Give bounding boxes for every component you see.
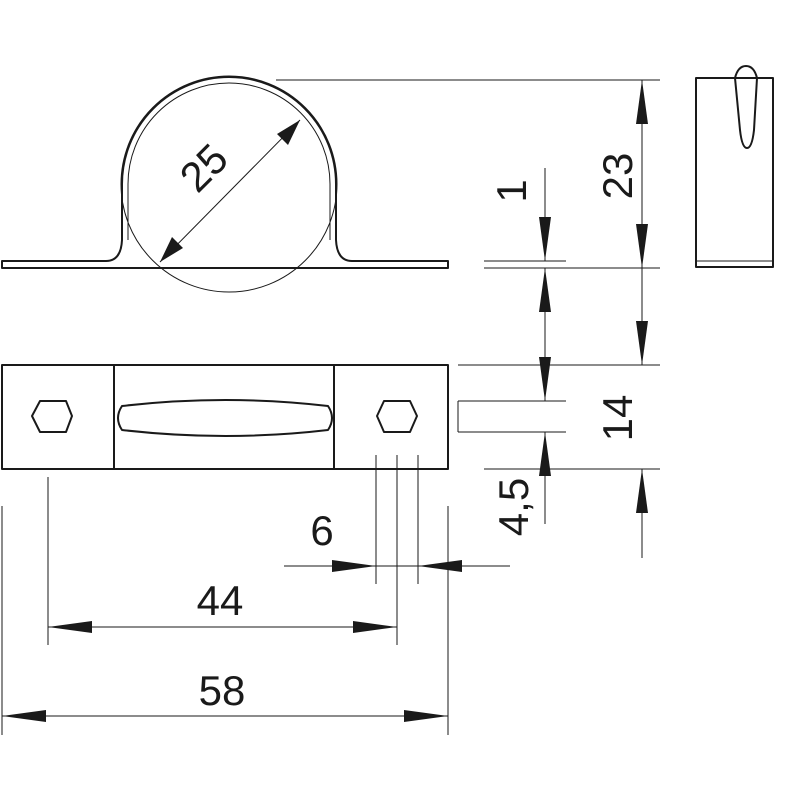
dim-thickness-label: 1 [488,179,535,202]
dim-length-label: 58 [199,667,246,714]
dim-width-label: 14 [594,395,641,442]
clamp-front-view [1,75,449,293]
dim-hole-label: 6 [310,507,333,554]
side-view-slot [734,65,758,149]
dim-height-label: 23 [594,153,641,200]
dim-spacing-label: 44 [197,577,244,624]
clamp-band-inner [127,82,331,240]
center-slot [117,399,333,437]
clamp-top-view [1,364,449,470]
right-hole [376,400,418,433]
extension-lines [1,79,660,735]
left-hole [31,400,73,433]
dim-diameter-label: 25 [171,135,237,201]
side-view-outline [695,77,774,268]
dim-slot-label: 4,5 [490,478,537,536]
top-view-outline [1,364,449,470]
clamp-band-outer [1,76,449,269]
dimension-lines [2,80,648,722]
clamp-side-view [695,65,774,268]
